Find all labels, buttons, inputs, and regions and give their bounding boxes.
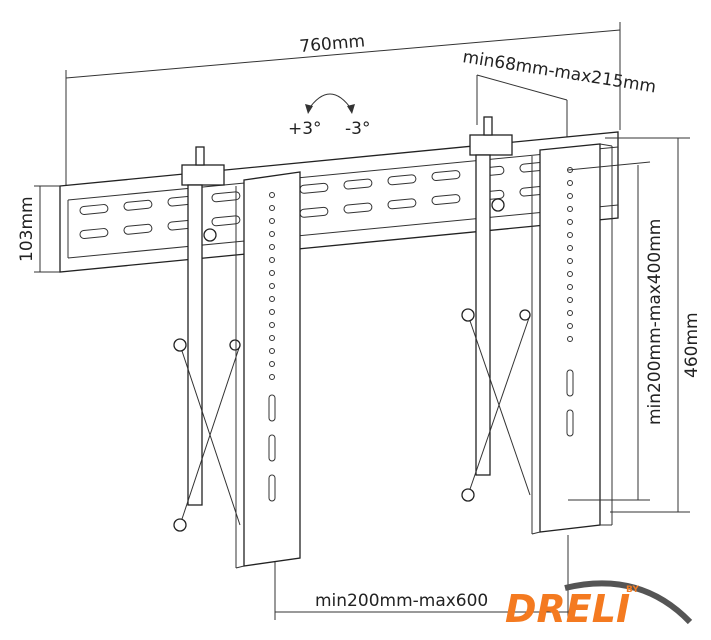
mounting-hole [269,374,275,380]
mounting-hole [567,271,573,277]
label-min200-max600: min200mm-max600 [315,591,488,611]
hanger-bracket [475,154,491,476]
mounting-hole [269,296,275,302]
left-arm [235,171,301,569]
mounting-hole [269,257,275,263]
scissor-mechanisms [173,116,531,532]
label-min68-max215: min68mm-max215mm [461,47,657,97]
mounting-hole [269,244,275,250]
tilt-plus-label: +3° [288,119,322,139]
top-clamp [469,134,513,156]
mounting-hole [269,309,275,315]
mounting-slot [566,369,574,397]
mounting-slot [268,394,276,422]
wall-rail [59,131,619,273]
tilt-minus-label: -3° [345,119,370,139]
mounting-hole [269,231,275,237]
scissor-link [467,314,531,496]
label-min200-max400: min200mm-max400mm [645,219,665,425]
mounting-slot [268,474,276,502]
rail-slot [211,191,241,203]
mounting-hole [269,348,275,354]
mounting-hole [269,335,275,341]
mounting-hole [269,192,275,198]
dimension-460mm: 460mm [605,137,702,513]
dimension-760mm: 760mm [65,22,621,190]
svg-text:DRELI: DRELI [505,587,630,631]
mounting-hole [567,297,573,303]
mounting-hole [269,283,275,289]
rail-slot [387,198,417,210]
dimension-min200-max600: min200mm-max600 [274,535,569,620]
label-103mm: 103mm [17,196,37,262]
mounting-hole [269,270,275,276]
mounting-slot [566,409,574,437]
mounting-hole [567,323,573,329]
rail-slot [343,202,373,214]
hanger-bracket [187,184,203,506]
label-460mm: 460mm [682,312,702,378]
mounting-hole [567,206,573,212]
top-clamp [181,164,225,186]
mounting-hole [567,336,573,342]
svg-text:BY: BY [626,585,639,595]
right-arm [531,143,613,535]
rail-slot [79,228,109,239]
knob [203,228,217,242]
clamp-screw [483,116,493,136]
knob [491,198,505,212]
rail-slot [123,223,153,235]
mounting-hole [567,193,573,199]
rail-slot [123,199,153,211]
mounting-hole [567,258,573,264]
rail-slot [211,215,241,227]
mounting-hole [567,180,573,186]
rail-slot [343,178,373,190]
pivot [461,308,475,322]
rail-slot [79,204,109,215]
mounting-hole [269,205,275,211]
rail-slot [387,174,417,186]
mounting-slot [268,434,276,462]
dimension-103mm: 103mm [17,185,60,273]
pivot [461,488,475,502]
mounting-hole [567,310,573,316]
clamp-screw [195,146,205,166]
dreli-logo: DRELI BY [505,580,693,631]
mounting-hole [567,245,573,251]
mounting-hole [567,232,573,238]
rail-slot [431,194,461,206]
mounting-hole [269,322,275,328]
mounting-hole [567,284,573,290]
scissor-link [179,344,241,526]
pivot [173,518,187,532]
pivot [173,338,187,352]
mounting-hole [269,361,275,367]
rail-slot [431,170,461,182]
pivot [519,309,531,321]
dimension-min200-max400: min200mm-max400mm [567,161,665,501]
pivot [229,339,241,351]
mounting-hole [567,219,573,225]
mounting-hole [269,218,275,224]
tilt-arrow-icon: +3° -3° [288,93,370,139]
